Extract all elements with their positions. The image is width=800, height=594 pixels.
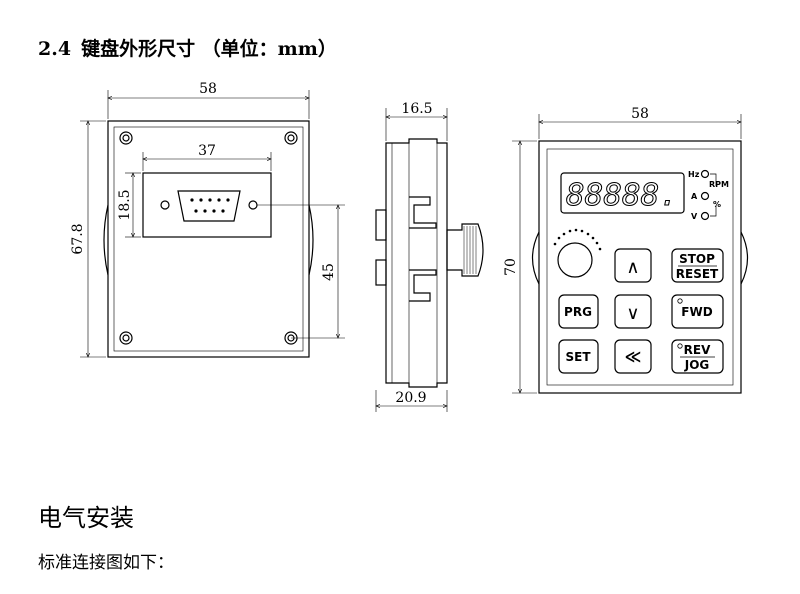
up-arrow-icon: ∧ — [626, 257, 639, 278]
dim-side-top-depth: 16.5 — [401, 101, 432, 117]
back-view — [80, 90, 345, 358]
rev-jog-key[interactable] — [671, 339, 724, 374]
down-arrow-icon: ∨ — [626, 303, 639, 324]
dim-front-height: 70 — [503, 258, 519, 276]
down-key[interactable] — [614, 294, 652, 329]
v-indicator-icon — [700, 211, 710, 221]
prg-label: PRG — [564, 305, 592, 319]
a-label: A — [691, 192, 698, 201]
dim-connector-width: 37 — [198, 143, 216, 159]
percent-label: % — [713, 200, 721, 209]
fwd-key[interactable] — [671, 294, 724, 329]
db9-connector-icon — [177, 190, 241, 222]
body-text: 标准连接图如下： — [38, 553, 174, 573]
knob-scale-dots — [553, 228, 602, 251]
set-label: SET — [565, 350, 591, 364]
section-heading-text: 键盘外形尺寸 （单位：mm） — [81, 38, 337, 60]
screw-icon — [119, 131, 133, 145]
hz-label: Hz — [688, 170, 700, 179]
front-view — [531, 140, 749, 394]
dim-back-height: 67.8 — [70, 223, 86, 254]
dim-connector-height: 18.5 — [117, 189, 133, 220]
back-view-outline — [107, 120, 310, 358]
set-key[interactable] — [558, 339, 599, 374]
side-view — [375, 108, 484, 412]
seven-segment-display — [560, 172, 685, 214]
jog-label: JOG — [684, 358, 710, 372]
shift-key[interactable] — [614, 339, 652, 374]
dim-mount-height: 45 — [321, 263, 337, 281]
a-indicator-icon — [700, 191, 710, 201]
screw-icon — [284, 131, 298, 145]
fwd-led-icon — [677, 298, 683, 304]
display-digits: 88888. — [566, 178, 678, 213]
rev-label: REV — [684, 343, 711, 357]
front-view-outline — [538, 140, 742, 394]
rev-led-icon — [677, 343, 683, 349]
reset-label: RESET — [676, 267, 719, 281]
section-title: 电气安装 — [38, 504, 134, 532]
up-key[interactable] — [614, 248, 652, 283]
rpm-label: RPM — [709, 180, 729, 189]
dim-side-bottom-depth: 20.9 — [395, 390, 426, 406]
section-heading: 2.4 键盘外形尺寸 （单位：mm） — [38, 34, 337, 61]
dim-front-width: 58 — [631, 106, 649, 122]
section-number: 2.4 — [38, 38, 72, 60]
stop-reset-key[interactable] — [671, 248, 724, 283]
hz-indicator-icon — [700, 169, 710, 179]
shift-icon: ≪ — [625, 347, 642, 366]
side-connector — [446, 223, 484, 277]
dim-back-width: 58 — [199, 81, 217, 97]
side-view-outline — [385, 138, 448, 388]
stop-label: STOP — [679, 252, 715, 266]
v-label: V — [691, 212, 698, 221]
prg-key[interactable] — [558, 294, 599, 329]
connector-block — [142, 172, 272, 238]
potentiometer-knob[interactable] — [557, 242, 593, 278]
fwd-label: FWD — [681, 305, 712, 319]
screw-icon — [119, 331, 133, 345]
